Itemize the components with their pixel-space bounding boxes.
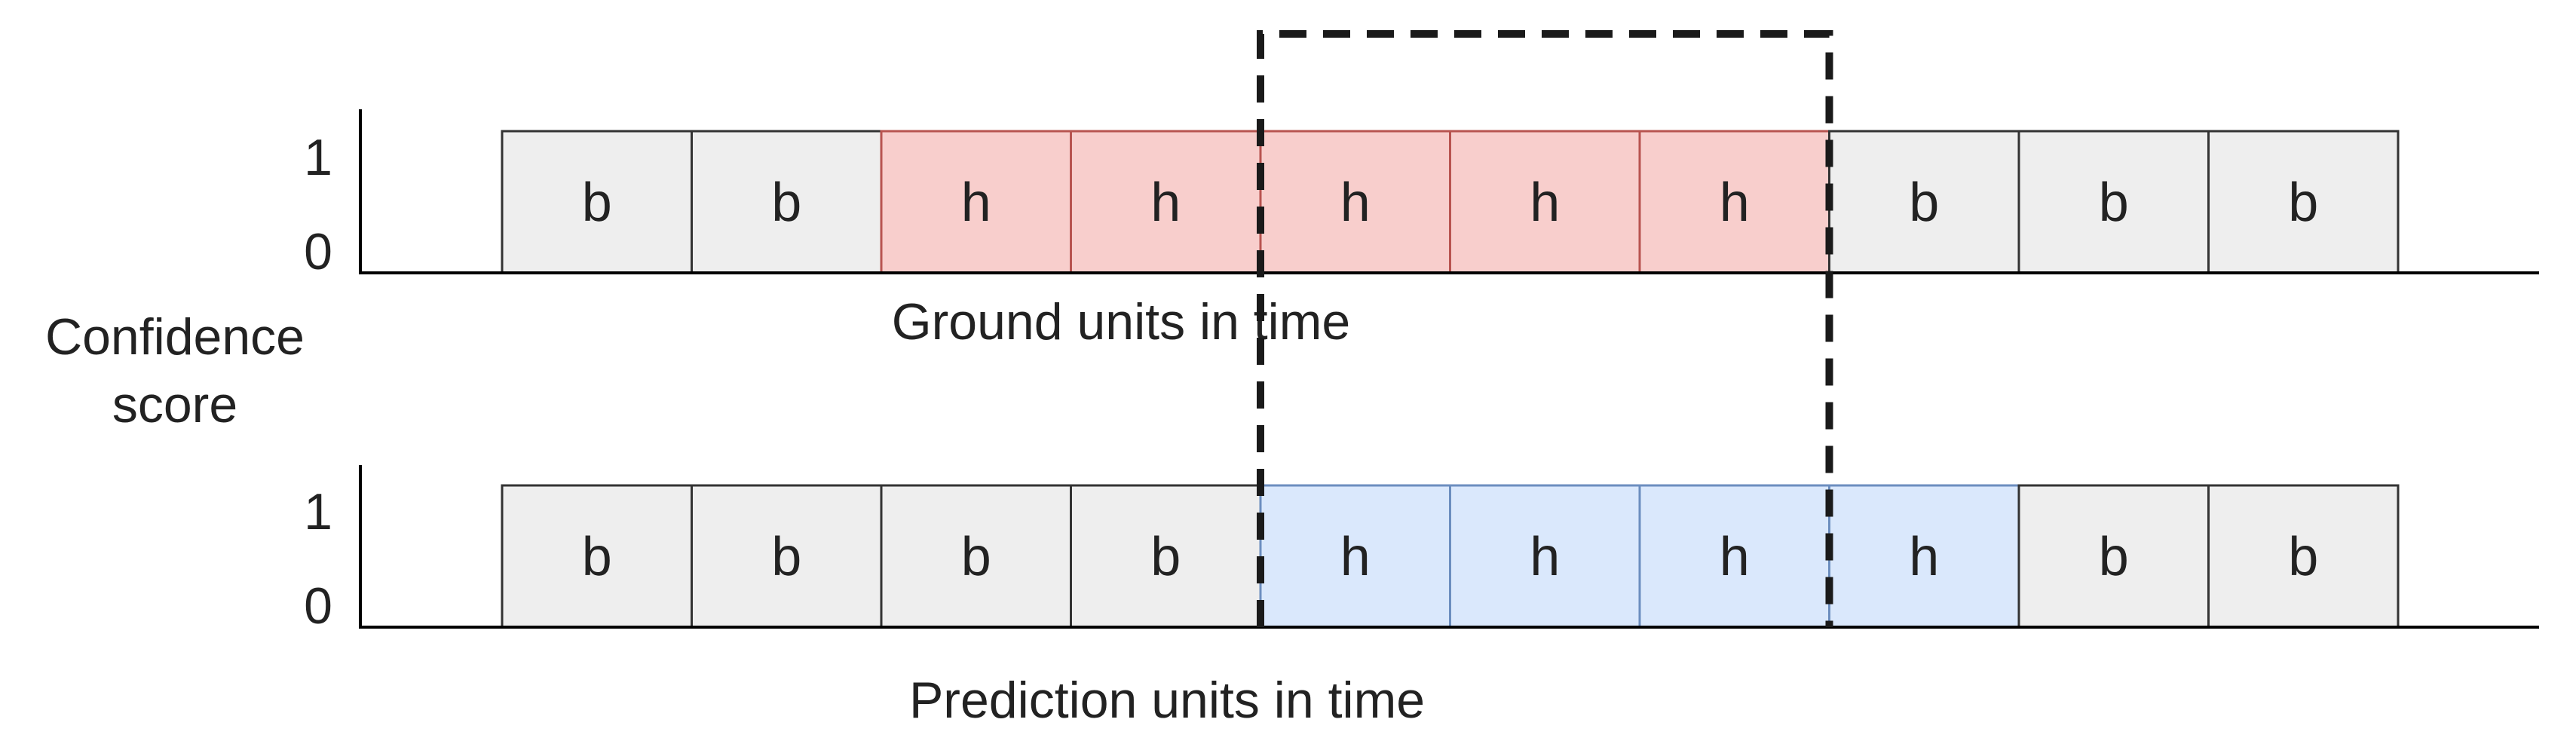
prediction-unit-label: b bbox=[771, 527, 801, 587]
prediction-tick-0: 0 bbox=[304, 577, 332, 635]
ground-truth-unit-label: h bbox=[1150, 173, 1181, 233]
ground-truth-unit-cell bbox=[691, 130, 883, 274]
ground-truth-unit-label: b bbox=[771, 173, 801, 233]
ground-truth-unit-cell bbox=[880, 130, 1072, 274]
prediction-unit-label: h bbox=[1340, 527, 1371, 587]
prediction-unit-cell bbox=[2207, 484, 2400, 629]
prediction-unit-cell bbox=[880, 484, 1072, 629]
ground-truth-tick-0: 0 bbox=[304, 223, 332, 280]
prediction-unit-cell bbox=[1828, 484, 2020, 629]
ground-truth-unit-label: b bbox=[2099, 173, 2129, 233]
prediction-unit-label: h bbox=[1909, 527, 1939, 587]
ground-truth-unit-cell bbox=[1449, 130, 1641, 274]
ground-truth-unit-label: b bbox=[582, 173, 612, 233]
prediction-unit-cell bbox=[1070, 484, 1262, 629]
prediction-unit-cell bbox=[501, 484, 693, 629]
ground-truth-row: b b h h h h h b b b 1 0 Ground units in time bbox=[304, 109, 2539, 351]
prediction-unit-label: h bbox=[1720, 527, 1750, 587]
ground-truth-unit-cell bbox=[1070, 130, 1262, 274]
prediction-unit-label: b bbox=[961, 527, 991, 587]
ground-truth-unit-label: b bbox=[1909, 173, 1939, 233]
ground-truth-unit-cell bbox=[2207, 130, 2400, 274]
ground-truth-unit-label: b bbox=[2288, 173, 2318, 233]
prediction-unit-label: b bbox=[2288, 527, 2318, 587]
prediction-unit-label: b bbox=[2099, 527, 2129, 587]
ground-truth-tick-1: 1 bbox=[304, 129, 332, 186]
prediction-unit-label: b bbox=[582, 527, 612, 587]
ground-truth-unit-label: h bbox=[1530, 173, 1560, 233]
ground-truth-unit-label: h bbox=[961, 173, 991, 233]
prediction-row: b b b b h h h h b b 1 0 Prediction units in time bbox=[304, 465, 2539, 729]
y-axis-label-line-2: score bbox=[112, 376, 237, 433]
prediction-caption: Prediction units in time bbox=[909, 672, 1425, 729]
ground-truth-unit-label: h bbox=[1720, 173, 1750, 233]
prediction-unit-label: b bbox=[1150, 527, 1181, 587]
prediction-unit-cell bbox=[1259, 484, 1451, 629]
prediction-tick-1: 1 bbox=[304, 483, 332, 540]
ground-truth-caption: Ground units in time bbox=[892, 293, 1351, 351]
prediction-unit-cell bbox=[1638, 484, 1830, 629]
prediction-unit-cell bbox=[1449, 484, 1641, 629]
y-axis-label-line-1: Confidence bbox=[45, 308, 305, 366]
prediction-unit-label: h bbox=[1530, 527, 1560, 587]
prediction-unit-cell bbox=[691, 484, 883, 629]
ground-truth-unit-label: h bbox=[1340, 173, 1371, 233]
overlap-window-dashed-box bbox=[1257, 30, 1833, 627]
ground-truth-unit-cell bbox=[501, 130, 693, 274]
